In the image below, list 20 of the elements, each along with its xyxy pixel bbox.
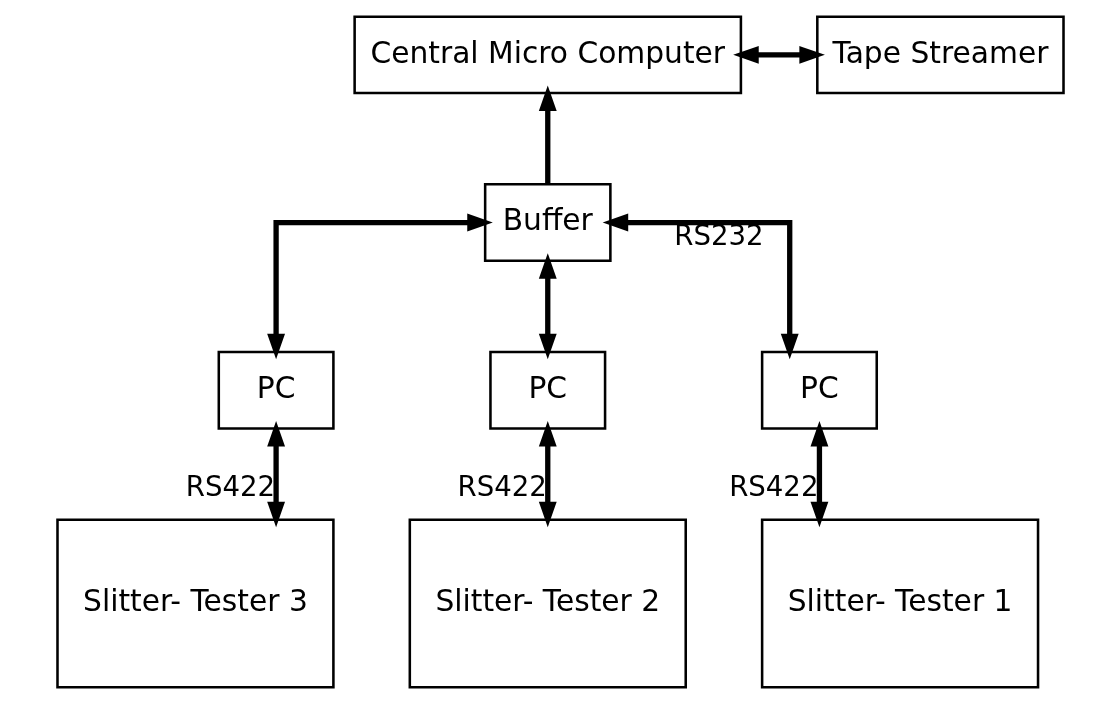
node-box: Central Micro Computer bbox=[352, 15, 742, 95]
edge-label: RS422 bbox=[185, 470, 275, 504]
arrow bbox=[266, 420, 285, 528]
arrow bbox=[602, 213, 799, 360]
node-box: Slitter- Tester 2 bbox=[408, 518, 687, 689]
node-box: PC bbox=[488, 350, 606, 430]
node-box: Slitter- Tester 3 bbox=[55, 518, 335, 689]
arrow bbox=[538, 85, 557, 184]
arrow bbox=[538, 420, 557, 528]
arrow bbox=[266, 213, 493, 360]
edge-label: RS422 bbox=[728, 470, 818, 504]
arrow bbox=[732, 45, 825, 64]
arrow bbox=[810, 420, 828, 528]
arrow bbox=[538, 253, 557, 360]
node-box: PC bbox=[217, 350, 335, 430]
node-box: Buffer bbox=[483, 183, 612, 262]
node-box: Tape Streamer bbox=[815, 15, 1065, 95]
node-box: PC bbox=[760, 350, 878, 430]
edge-label: RS422 bbox=[456, 470, 547, 504]
node-box: Slitter- Tester 1 bbox=[760, 518, 1039, 689]
